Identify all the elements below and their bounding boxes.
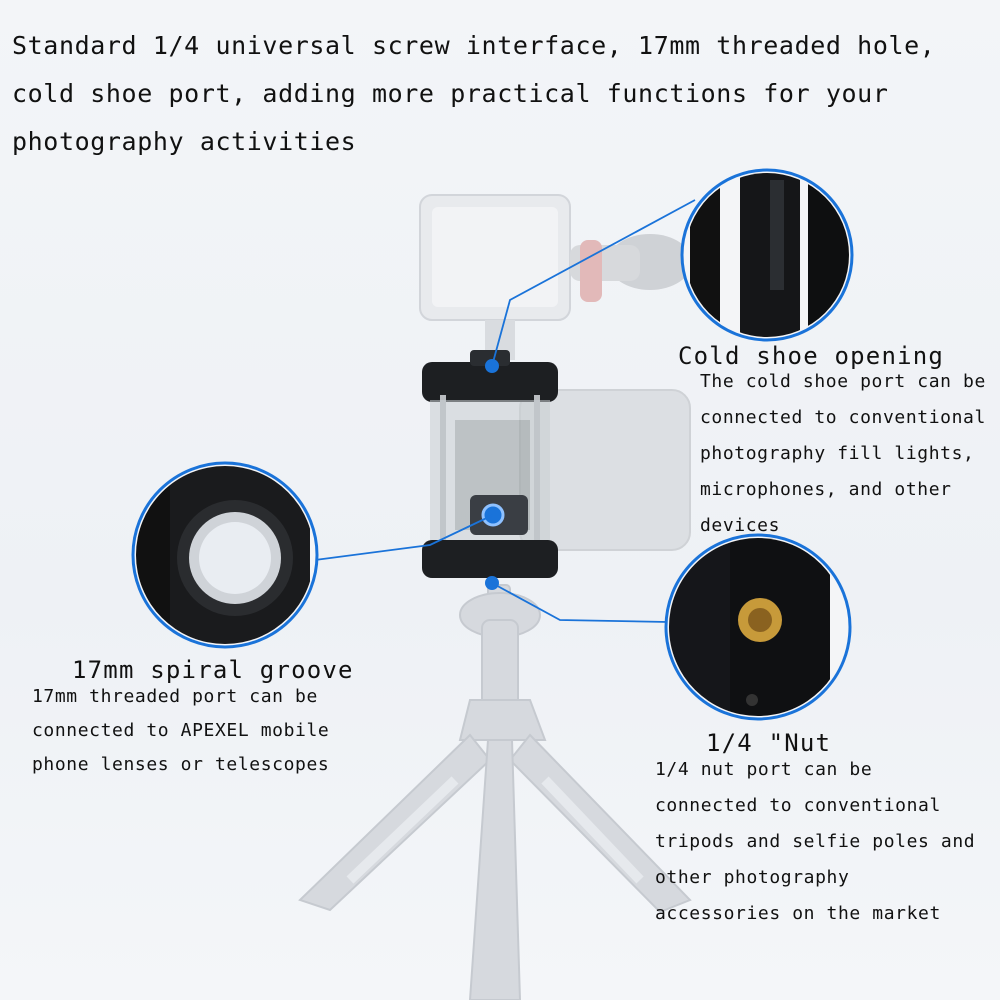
- nut-description: 1/4 nut port can be connected to convent…: [655, 759, 976, 924]
- phone-clamp-illustration: [422, 350, 558, 578]
- nut-zoom: [664, 533, 852, 721]
- spiral-groove-description: 17mm threaded port can be connected to A…: [32, 686, 330, 775]
- fill-light-illustration: [419, 194, 571, 360]
- nut-title: 1/4 "Nut: [706, 729, 832, 757]
- microphone-illustration: [570, 234, 692, 302]
- tripod-illustration: [298, 584, 692, 1000]
- cold-shoe-description: The cold shoe port can be connected to c…: [700, 371, 986, 536]
- cold-shoe-title: Cold shoe opening: [678, 342, 945, 370]
- spiral-groove-zoom: [131, 461, 319, 649]
- callout-lines: [314, 199, 696, 623]
- cold-shoe-zoom: [680, 168, 854, 342]
- page-heading: Standard 1/4 universal screw interface, …: [12, 31, 936, 156]
- spiral-groove-title: 17mm spiral groove: [72, 656, 354, 684]
